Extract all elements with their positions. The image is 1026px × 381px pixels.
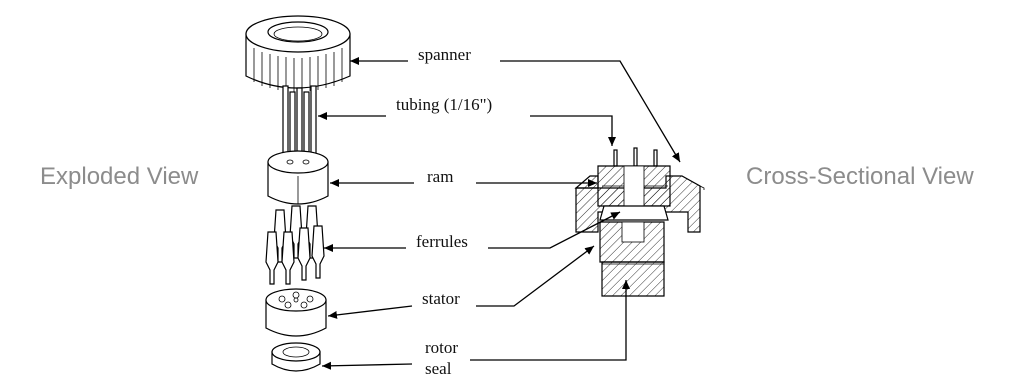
label-rotor-line1: rotor xyxy=(425,338,458,357)
arrow-stator-right xyxy=(476,245,595,307)
label-ferrules: ferrules xyxy=(416,232,468,251)
arrow-rotor-right xyxy=(470,280,630,361)
label-spanner: spanner xyxy=(418,45,471,64)
label-rotor-line2: seal xyxy=(425,359,452,378)
arrow-rotor-left xyxy=(321,361,413,370)
label-stator: stator xyxy=(422,289,460,308)
arrow-spanner-right xyxy=(500,60,681,163)
arrow-ferrules-right xyxy=(488,211,621,249)
cross-sectional-view-title: Cross-Sectional View xyxy=(746,163,974,190)
ram-part xyxy=(267,150,329,205)
exploded-view-title: Exploded View xyxy=(40,163,199,190)
stator-part xyxy=(265,288,327,337)
arrow-stator-left xyxy=(327,305,413,319)
spanner-part xyxy=(245,15,351,92)
ferrules-part xyxy=(265,205,325,285)
rotor-seal-part xyxy=(271,342,321,372)
cross-section xyxy=(574,147,705,297)
label-ram: ram xyxy=(427,167,453,186)
arrow-tubing-right xyxy=(530,115,616,146)
label-tubing: tubing (1/16") xyxy=(396,95,492,114)
leader-arrows xyxy=(318,57,681,370)
